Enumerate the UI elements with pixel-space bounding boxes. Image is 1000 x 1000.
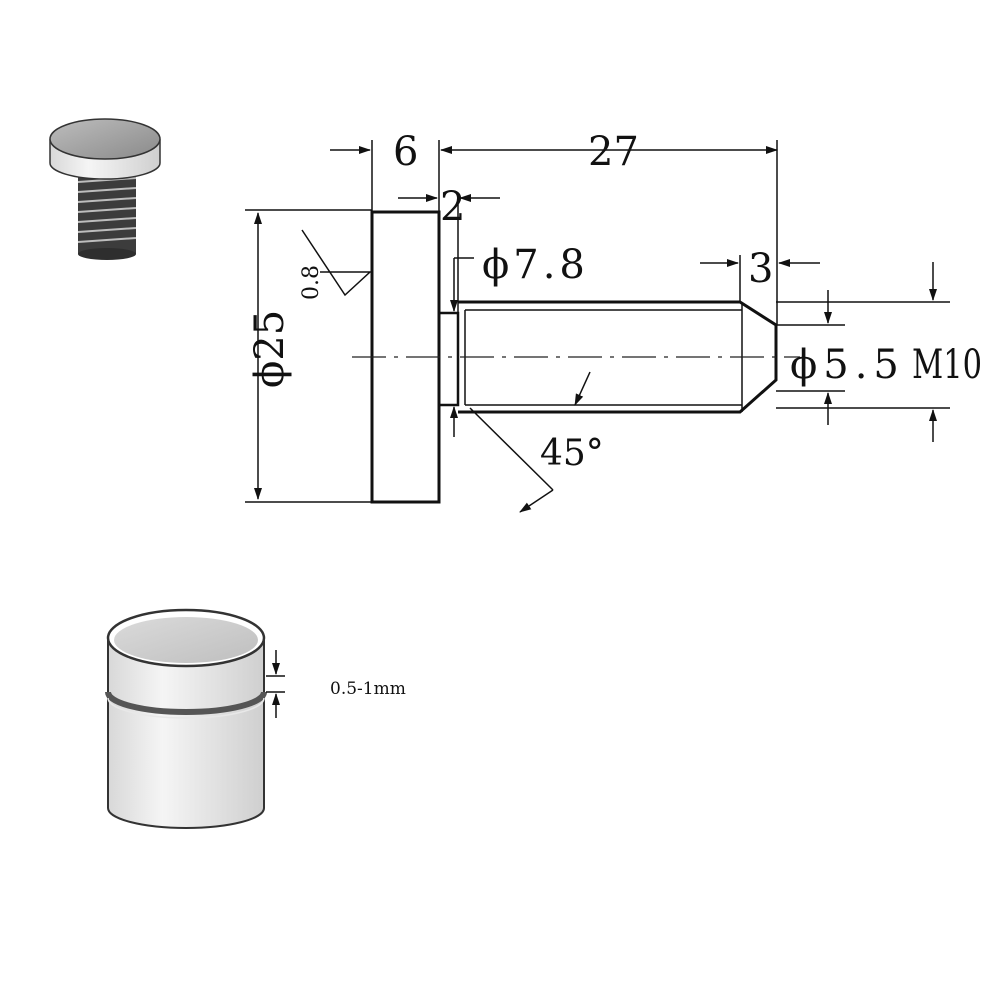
dim-shank-length: 27 <box>588 129 639 175</box>
dim-chamfer-length: 3 <box>748 246 773 292</box>
dim-head-diameter: ϕ25 <box>247 310 293 388</box>
extension-lines <box>245 140 950 503</box>
dim-neck-width: 2 <box>440 184 465 230</box>
cap-gap-dimension <box>266 650 285 718</box>
dim-neck-diameter: ϕ7.8 <box>482 242 589 288</box>
screw-thumbnail-icon <box>49 118 161 260</box>
dim-head-thickness: 6 <box>393 129 418 175</box>
dimension-lines <box>254 146 937 513</box>
dim-tip-diameter: ϕ5.5 <box>790 342 905 388</box>
cap-illustration <box>105 608 267 829</box>
cap-gap-note: 0.5-1mm <box>330 679 406 699</box>
surface-roughness-symbol <box>301 229 372 297</box>
roughness-value: 0.8 <box>299 265 324 300</box>
dim-chamfer-angle: 45° <box>540 433 604 474</box>
dim-thread: M10 <box>912 342 982 388</box>
